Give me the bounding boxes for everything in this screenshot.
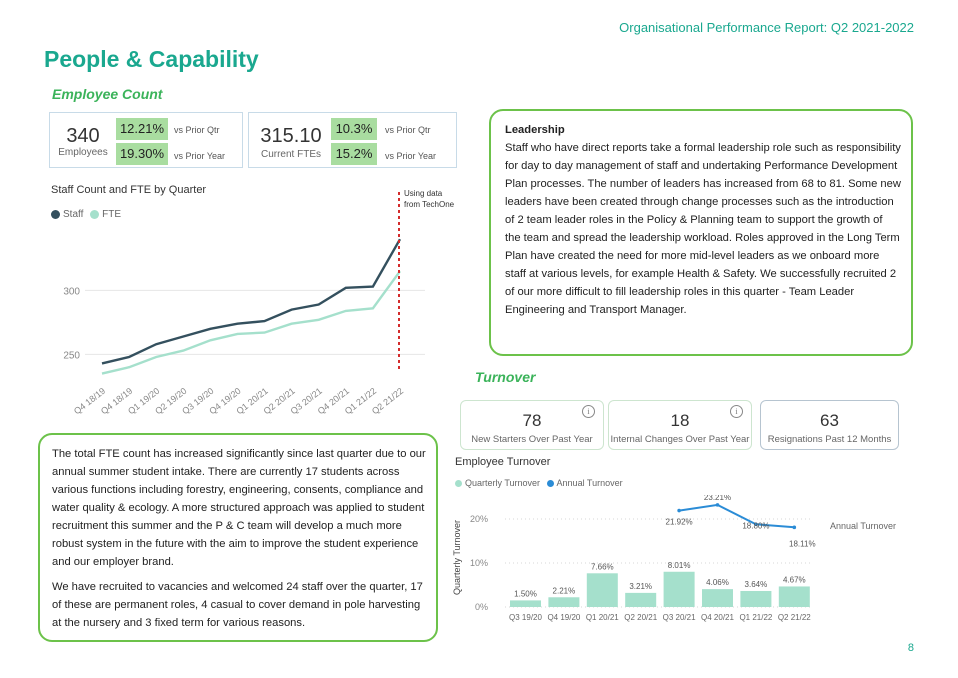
techone-annotation-line1: Using data xyxy=(404,189,443,198)
quarterly-turnover-bar xyxy=(778,586,810,607)
employees-vs-year-label: vs Prior Year xyxy=(174,151,226,161)
quarterly-turnover-data-label: 3.21% xyxy=(629,582,652,591)
series-line-staff xyxy=(101,238,402,365)
legend-annual-dot xyxy=(546,480,554,488)
staff-fte-legend: Staff FTE xyxy=(51,209,121,220)
ftes-label: Current FTEs xyxy=(260,149,321,160)
turnover-y-axis-label: Quarterly Turnover xyxy=(452,520,462,595)
ftes-kpi-card: 315.10 Current FTEs 10.3% vs Prior Qtr 1… xyxy=(248,112,457,168)
employees-kpi-card: 340 Employees 12.21% vs Prior Qtr 19.30%… xyxy=(49,112,243,168)
bar-chart-y-tick: 20% xyxy=(470,514,488,524)
bar-chart-x-tick: Q1 20/21 xyxy=(586,613,619,622)
bar-chart-y-tick: 10% xyxy=(470,558,488,568)
internal-changes-info-icon[interactable]: i xyxy=(730,405,743,418)
quarterly-turnover-data-label: 1.50% xyxy=(514,589,537,598)
report-title: Organisational Performance Report: Q2 20… xyxy=(619,20,914,35)
new-starters-info-icon[interactable]: i xyxy=(582,405,595,418)
quarterly-turnover-data-label: 8.01% xyxy=(668,561,691,570)
quarterly-turnover-data-label: 3.64% xyxy=(745,580,768,589)
fte-commentary-para2: We have recruited to vacancies and welco… xyxy=(52,581,423,629)
quarterly-turnover-bar xyxy=(663,571,695,607)
annual-turnover-data-label: 18.80% xyxy=(742,521,769,530)
internal-changes-card: 18 Internal Changes Over Past Year i xyxy=(608,400,752,450)
legend-fte-label: FTE xyxy=(102,209,122,220)
annual-turnover-point xyxy=(677,508,681,513)
quarterly-turnover-data-label: 7.66% xyxy=(591,562,614,571)
quarterly-turnover-bar xyxy=(740,590,772,607)
series-line-fte xyxy=(101,270,401,375)
bar-chart-y-tick: 0% xyxy=(475,602,488,612)
fte-commentary-para1: The total FTE count has increased signif… xyxy=(52,448,426,568)
annual-turnover-series-label: Annual Turnover xyxy=(830,521,896,531)
ftes-vs-year-label: vs Prior Year xyxy=(385,151,437,161)
quarterly-turnover-bar xyxy=(586,573,618,607)
leadership-body: Staff who have direct reports take a for… xyxy=(505,142,901,316)
employee-count-title: Employee Count xyxy=(52,86,163,102)
resignations-value: 63 xyxy=(820,411,839,430)
quarterly-turnover-bar xyxy=(510,600,541,607)
ftes-vs-qtr-label: vs Prior Qtr xyxy=(385,125,431,135)
resignations-card: 63 Resignations Past 12 Months xyxy=(760,400,899,450)
bar-chart-x-tick: Q4 20/21 xyxy=(701,613,734,622)
legend-annual-label: Annual Turnover xyxy=(556,478,623,488)
page-number: 8 xyxy=(907,642,914,654)
page-title: People & Capability xyxy=(44,46,259,72)
annual-turnover-data-label: 23.21% xyxy=(704,495,731,502)
turnover-title: Turnover xyxy=(475,369,536,385)
employees-vs-qtr-label: vs Prior Qtr xyxy=(174,125,220,135)
new-starters-value: 78 xyxy=(522,411,542,430)
legend-fte-dot xyxy=(90,209,100,219)
staff-fte-chart-title: Staff Count and FTE by Quarter xyxy=(51,184,207,196)
techone-annotation-line2: from TechOne xyxy=(404,200,455,209)
turnover-bar-chart: Quarterly Turnover 0% 10% 20% 1.50% 2.21% 7.… xyxy=(452,495,896,622)
quarterly-turnover-data-label: 4.06% xyxy=(706,578,729,587)
quarterly-turnover-bar xyxy=(548,597,580,607)
employees-qtr-change: 12.21% xyxy=(116,118,168,140)
bar-chart-x-tick: Q2 20/21 xyxy=(624,613,657,622)
legend-quarterly-label: Quarterly Turnover xyxy=(465,478,541,488)
annual-turnover-point xyxy=(792,525,797,530)
new-starters-card: 78 New Starters Over Past Year i xyxy=(460,400,604,450)
internal-changes-value: 18 xyxy=(670,411,690,430)
fte-commentary-box: The total FTE count has increased signif… xyxy=(38,433,438,642)
legend-quarterly-dot xyxy=(455,480,462,488)
quarterly-turnover-bar xyxy=(702,589,733,607)
leadership-heading: Leadership xyxy=(505,124,565,136)
ftes-qtr-change: 10.3% xyxy=(331,118,377,140)
employees-value: 340 xyxy=(66,125,100,147)
line-chart-y-tick: 300 xyxy=(63,286,80,297)
turnover-chart-title: Employee Turnover xyxy=(455,456,551,468)
leadership-box: Leadership Staff who have direct reports… xyxy=(489,109,913,356)
annual-turnover-line xyxy=(678,503,795,529)
ftes-year-change: 15.2% xyxy=(331,143,377,165)
turnover-legend: Quarterly Turnover Annual Turnover xyxy=(455,478,623,488)
internal-changes-label: Internal Changes Over Past Year xyxy=(610,434,750,445)
line-chart-y-tick: 250 xyxy=(63,350,80,361)
legend-staff-dot xyxy=(51,209,60,219)
annual-turnover-data-label: 18.11% xyxy=(789,539,816,548)
bar-chart-x-tick: Q3 20/21 xyxy=(663,613,696,622)
bar-chart-x-tick: Q2 21/22 xyxy=(778,613,811,622)
new-starters-label: New Starters Over Past Year xyxy=(471,434,593,445)
ftes-value: 315.10 xyxy=(260,125,322,147)
bar-chart-x-tick: Q4 19/20 xyxy=(547,613,580,622)
legend-staff-label: Staff xyxy=(63,209,84,220)
employees-year-change: 19.30% xyxy=(116,143,168,165)
quarterly-turnover-bar xyxy=(625,592,657,607)
annual-turnover-point xyxy=(754,522,758,527)
resignations-label: Resignations Past 12 Months xyxy=(767,434,892,445)
bar-chart-x-tick: Q3 19/20 xyxy=(509,613,542,622)
quarterly-turnover-data-label: 2.21% xyxy=(553,586,576,595)
bar-chart-x-tick: Q1 21/22 xyxy=(739,613,772,622)
quarterly-turnover-data-label: 4.67% xyxy=(783,575,806,584)
employees-label: Employees xyxy=(58,147,108,158)
annual-turnover-point xyxy=(715,503,720,507)
annual-turnover-data-label: 21.92% xyxy=(666,518,693,527)
